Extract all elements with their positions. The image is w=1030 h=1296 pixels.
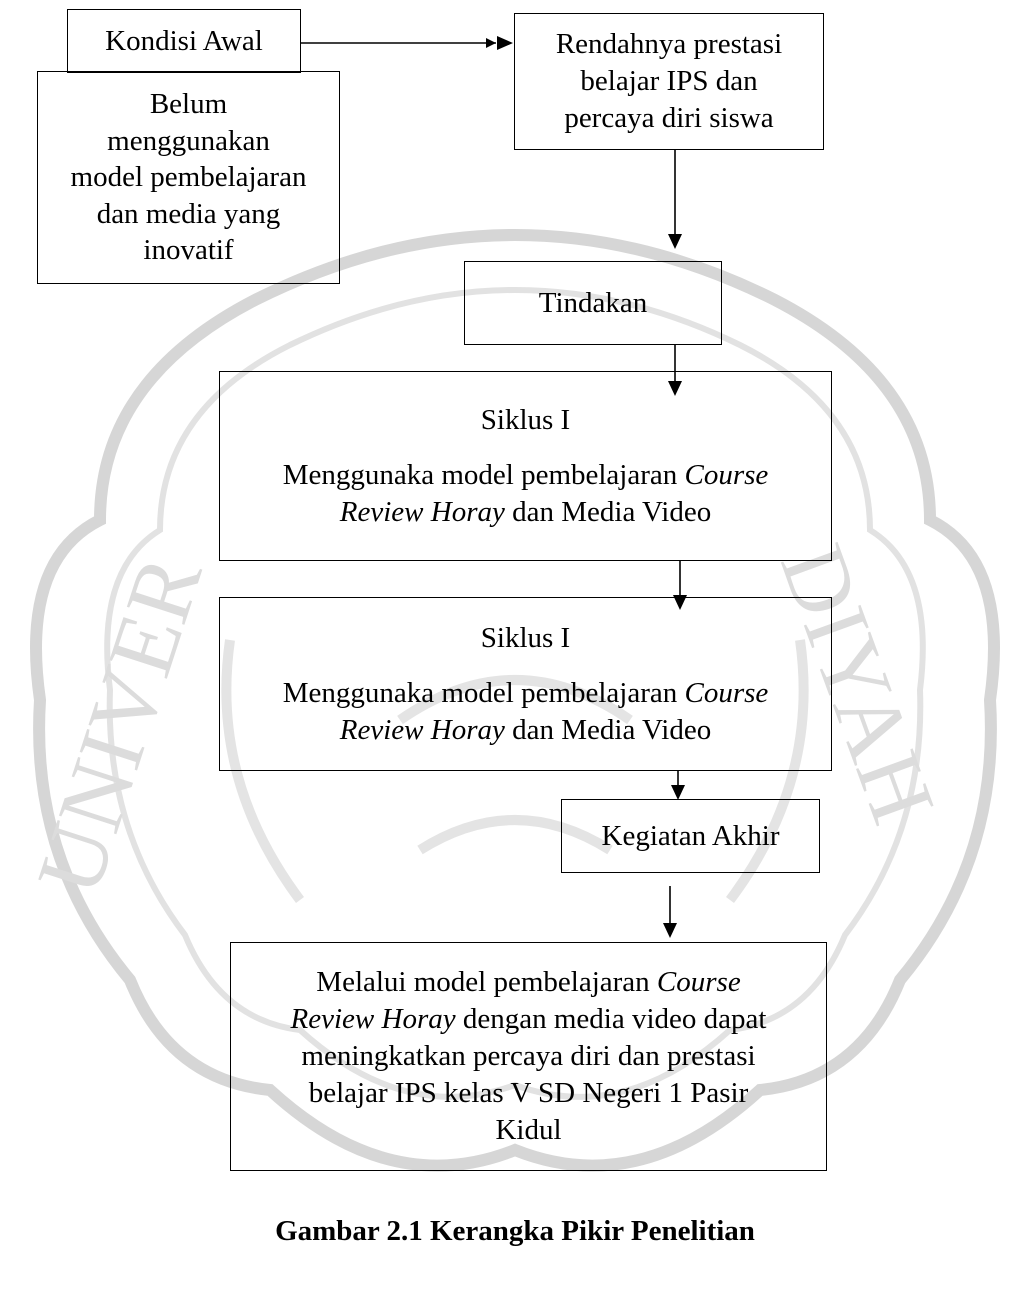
belum-line-2: menggunakan — [107, 124, 270, 157]
box-belum: Belum menggunakan model pembelajaran dan… — [37, 71, 340, 284]
belum-line-3: model pembelajaran — [70, 161, 307, 194]
siklus-1-title: Siklus I — [480, 403, 571, 436]
siklus-2-title: Siklus I — [480, 621, 571, 654]
box-kegiatan-akhir: Kegiatan Akhir — [561, 799, 820, 873]
kondisi-awal-label: Kondisi Awal — [105, 24, 263, 57]
melalui-line-5: Kidul — [495, 1114, 562, 1146]
box-melalui: Melalui model pembelajaran Course Review… — [230, 942, 827, 1171]
melalui-line-4: belajar IPS kelas V SD Negeri 1 Pasir — [308, 1077, 749, 1109]
melalui-line-1: Melalui model pembelajaran Course — [316, 966, 741, 998]
box-rendahnya: Rendahnya prestasi belajar IPS dan perca… — [514, 13, 824, 150]
box-siklus-1: Siklus I Menggunaka model pembelajaran C… — [219, 371, 832, 561]
belum-line-5: inovatif — [143, 234, 234, 267]
siklus-2-line-2: Review Horay dan Media Video — [339, 713, 712, 746]
svg-text:UNIVER: UNIVER — [17, 544, 222, 907]
box-tindakan: Tindakan — [464, 261, 722, 345]
siklus-1-line-1: Menggunaka model pembelajaran Course — [282, 458, 769, 491]
figure-caption: Gambar 2.1 Kerangka Pikir Penelitian — [275, 1215, 755, 1247]
belum-line-1: Belum — [149, 88, 228, 121]
rendahnya-line-3: percaya diri siswa — [564, 102, 774, 134]
belum-line-4: dan media yang — [96, 197, 281, 230]
tindakan-label: Tindakan — [538, 286, 648, 319]
box-siklus-2: Siklus I Menggunaka model pembelajaran C… — [219, 597, 832, 771]
siklus-2-line-1: Menggunaka model pembelajaran Course — [282, 676, 769, 709]
siklus-1-line-2: Review Horay dan Media Video — [339, 495, 712, 528]
melalui-line-2: Review Horay dengan media video dapat — [290, 1003, 767, 1035]
kegiatan-akhir-label: Kegiatan Akhir — [601, 819, 780, 852]
rendahnya-line-2: belajar IPS dan — [580, 65, 758, 97]
rendahnya-line-1: Rendahnya prestasi — [555, 28, 783, 60]
melalui-line-3: meningkatkan percaya diri dan prestasi — [301, 1040, 756, 1072]
box-kondisi-awal: Kondisi Awal — [67, 9, 301, 73]
